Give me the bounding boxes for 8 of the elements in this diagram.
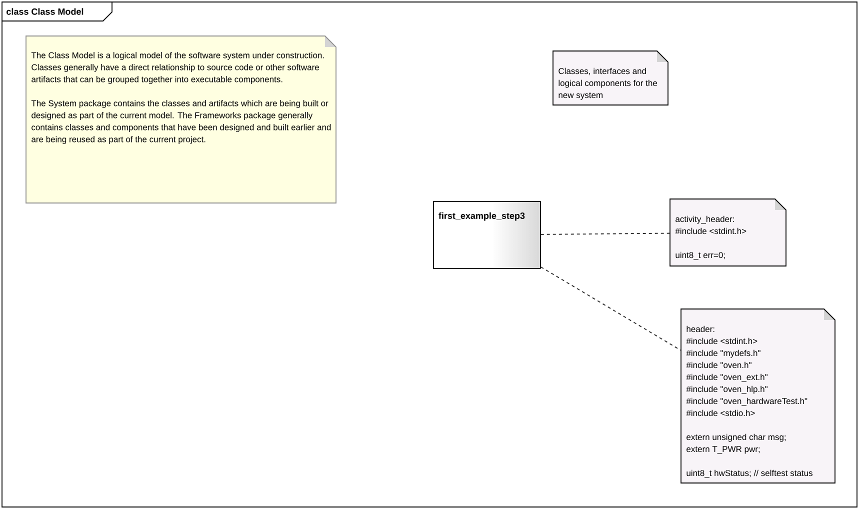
connector <box>540 232 670 235</box>
note: activity_header: #include <stdint.h> uint8_t err=0; <box>670 198 786 266</box>
note: header: #include <stdint.h> #include "mydefs.h" #include "oven.h" #include "oven_ext.h" #include "oven_hlp.h" #include "oven_hardwareTest.h" #include <stdio.h> extern unsigned char msg; extern T_PWR pwr; uint8_t hwStatus; // selftest status <box>680 308 836 484</box>
class-box: first_example_step3 <box>433 201 541 269</box>
note: Classes, interfaces and logical components for the new system <box>552 50 668 106</box>
connector <box>540 266 682 351</box>
note: The Class Model is a logical model of the software system under construction. Classes generally have a direct relationship to source code or other software artifacts that can be grouped together into executable components. The System package contains the classes and artifacts which are being built or designed as part of the current model. The Frameworks package generally contains classes and components that have been designed and built earlier and are being reused as part of the current project. <box>26 36 336 204</box>
frame-tab: class Class Model <box>2 2 112 22</box>
